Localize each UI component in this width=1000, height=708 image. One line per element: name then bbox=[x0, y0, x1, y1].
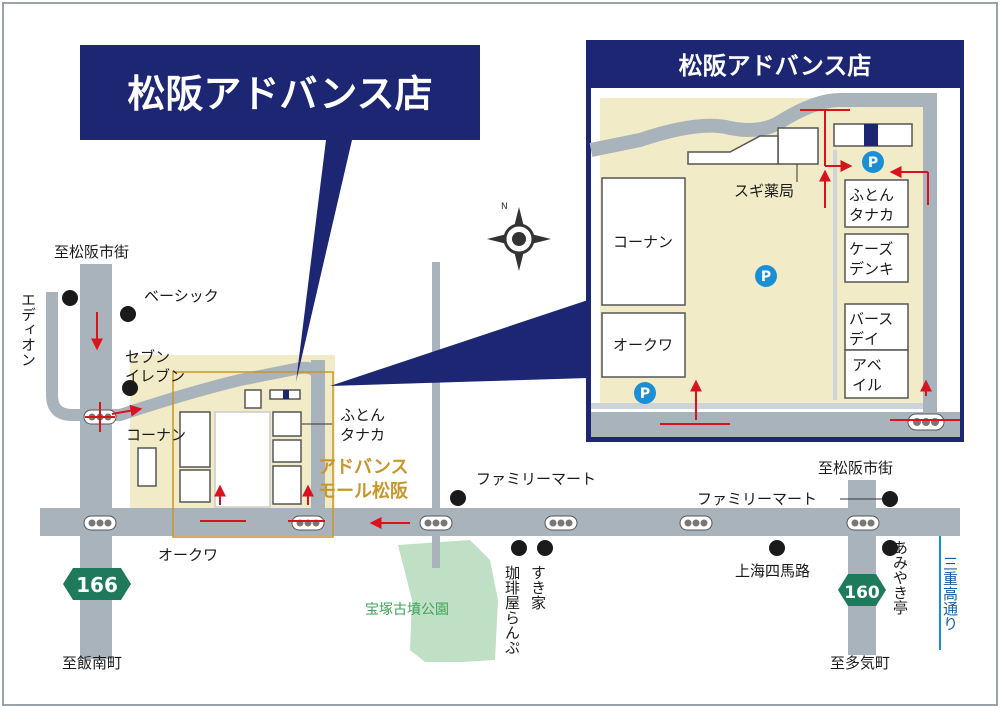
inset-label-ks-1: ケーズ bbox=[849, 240, 893, 258]
direction-taki: 至多気町 bbox=[830, 654, 890, 672]
route-166-number: 166 bbox=[76, 573, 118, 597]
direction-matsusaka-west: 至松阪市街 bbox=[54, 243, 129, 261]
traffic-signals bbox=[83, 409, 880, 531]
inset-pointer bbox=[330, 300, 588, 386]
mall-loop-road bbox=[46, 292, 324, 421]
inset-sugi-building bbox=[777, 127, 819, 165]
label-seven-2: イレブン bbox=[125, 367, 185, 385]
inset-ks-building bbox=[844, 233, 909, 283]
label-familymart-1: ファミリーマート bbox=[476, 470, 596, 488]
label-mall-1: アドバンス bbox=[318, 457, 409, 478]
label-kohnan: コーナン bbox=[126, 426, 186, 444]
inset-parking-2 bbox=[755, 265, 777, 287]
main-kohnan-building bbox=[179, 411, 211, 468]
label-edion: エディオン bbox=[19, 292, 37, 367]
inset-aveil-building bbox=[844, 349, 909, 399]
label-seven-1: セブン bbox=[125, 348, 170, 366]
inset-parking-label-3: P bbox=[640, 386, 650, 402]
inset-title-bar bbox=[586, 40, 964, 88]
inset-label-futon-1: ふとん bbox=[849, 186, 894, 204]
dot-sukiya bbox=[537, 540, 553, 556]
main-title-pointer bbox=[296, 140, 352, 382]
label-basic: ベーシック bbox=[144, 287, 219, 305]
label-sanju: 三重高通り bbox=[941, 556, 959, 631]
dot-familymart-1 bbox=[450, 490, 466, 506]
inset-label-birthday-2: デイ bbox=[849, 330, 879, 348]
dot-basic bbox=[120, 306, 136, 322]
inset-label-aveil-2: イル bbox=[852, 376, 882, 394]
route-160-shield: 160 bbox=[838, 574, 886, 606]
inset-sugi-canopy bbox=[687, 135, 779, 165]
route-166-shield: 166 bbox=[63, 568, 131, 600]
inset-label-sugi: スギ薬局 bbox=[734, 182, 794, 200]
label-mall-2: モール松阪 bbox=[318, 480, 409, 502]
label-shanghai: 上海四馬路 bbox=[735, 562, 810, 580]
label-familymart-2: ファミリーマート bbox=[697, 490, 817, 508]
dot-shanghai bbox=[769, 540, 785, 556]
main-title-box bbox=[80, 45, 480, 140]
dot-cafe bbox=[511, 540, 527, 556]
direction-matsusaka-east: 至松阪市街 bbox=[818, 459, 893, 477]
main-center-building bbox=[214, 411, 271, 508]
arrow-right-signal bbox=[111, 404, 143, 417]
inset-futon-building bbox=[844, 179, 909, 228]
main-title: 松阪アドバンス店 bbox=[127, 72, 432, 116]
label-futon-1: ふとん bbox=[340, 406, 385, 424]
main-shop-building-4 bbox=[137, 447, 157, 487]
inset-parking-label-1: P bbox=[868, 155, 878, 171]
inset-map: P P P スギ薬局 コーナン オークワ ふとん タナカ ケーズ デンキ バース… bbox=[589, 88, 960, 437]
main-building-small bbox=[244, 389, 262, 409]
inset-birthday-building bbox=[844, 303, 909, 351]
inset-kohnan-building bbox=[601, 177, 686, 306]
mall-outline bbox=[172, 371, 334, 538]
direction-iinan: 至飯南町 bbox=[62, 654, 122, 672]
label-sukiya: すき家 bbox=[529, 565, 547, 610]
inset-label-kohnan: コーナン bbox=[613, 233, 673, 251]
inset-parking-3 bbox=[634, 382, 656, 404]
svg-text:N: N bbox=[501, 202, 508, 212]
inset-okuwa-building bbox=[601, 312, 686, 378]
label-okuwa: オークワ bbox=[158, 546, 218, 564]
inset-title: 松阪アドバンス店 bbox=[679, 52, 872, 80]
main-futon-building bbox=[272, 411, 302, 437]
main-okuwa-building bbox=[179, 469, 211, 503]
inset-label-okuwa: オークワ bbox=[613, 336, 673, 354]
dot-familymart-2 bbox=[882, 491, 898, 507]
inset-parking-label-2: P bbox=[761, 269, 771, 285]
main-shop-building-3 bbox=[272, 465, 302, 505]
dot-edion bbox=[62, 290, 78, 306]
inset-label-birthday-1: バース bbox=[849, 310, 893, 328]
label-park: 宝塚古墳公園 bbox=[365, 602, 449, 618]
main-store-marker bbox=[283, 390, 289, 399]
park-area bbox=[398, 540, 498, 662]
dot-seven bbox=[122, 380, 138, 396]
label-futon-2: タナカ bbox=[340, 426, 385, 444]
main-shop-building-2 bbox=[272, 439, 302, 463]
label-amiya: あみやき亭 bbox=[891, 540, 909, 615]
route-160-number: 160 bbox=[844, 583, 880, 603]
compass-icon: N bbox=[487, 202, 551, 271]
inset-parking-1 bbox=[862, 151, 884, 173]
label-cafe: 珈琲屋らんぷ bbox=[503, 565, 521, 655]
inset-label-ks-2: デンキ bbox=[849, 260, 894, 278]
dot-amiya bbox=[882, 540, 898, 556]
inset-label-futon-2: タナカ bbox=[849, 206, 894, 224]
inset-label-aveil-1: アベ bbox=[852, 356, 882, 374]
inset-store-marker bbox=[864, 124, 878, 146]
